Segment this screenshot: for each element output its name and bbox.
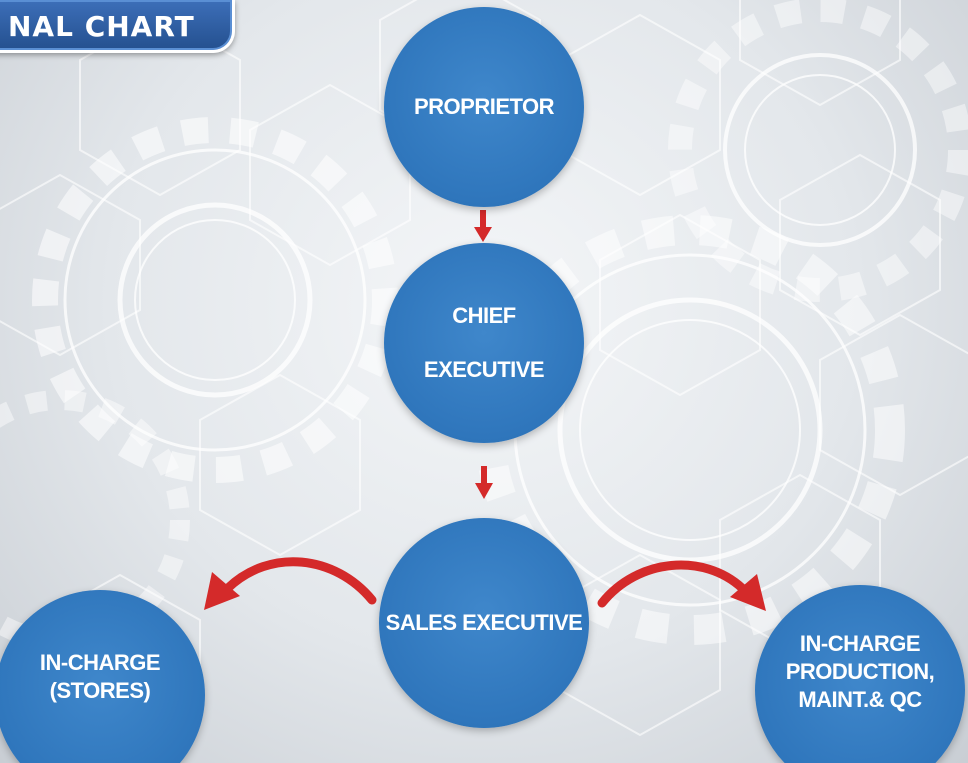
node-in-charge-stores-line-2: (STORES) xyxy=(49,678,151,703)
node-in-charge-stores: IN-CHARGE (STORES) xyxy=(0,590,205,763)
node-in-charge-production: IN-CHARGE PRODUCTION, MAINT.& QC xyxy=(755,585,965,763)
node-chief-executive-line-1: CHIEF xyxy=(452,303,516,328)
node-chief-executive-line-2: EXECUTIVE xyxy=(423,357,545,382)
gear-bottom-left xyxy=(0,390,190,650)
chart-title: NAL CHART xyxy=(8,10,195,43)
chart-title-tab: NAL CHART xyxy=(0,0,235,53)
node-in-charge-production-line-2: PRODUCTION, xyxy=(785,659,935,684)
node-proprietor: PROPRIETOR xyxy=(384,7,584,207)
node-in-charge-production-line-1: IN-CHARGE xyxy=(799,631,921,656)
gear-left xyxy=(32,117,398,483)
node-in-charge-production-line-3: MAINT.& QC xyxy=(798,687,922,712)
arrow-chief-to-sales xyxy=(475,466,493,499)
arrow-proprietor-to-chief xyxy=(474,210,492,242)
arrow-sales-to-stores xyxy=(204,557,377,610)
gear-top-right xyxy=(668,0,968,302)
node-chief-executive: CHIEF EXECUTIVE xyxy=(384,243,584,443)
node-sales-executive-label: SALES EXECUTIVE xyxy=(385,610,583,635)
node-in-charge-stores-line-1: IN-CHARGE xyxy=(39,650,161,675)
node-proprietor-label: PROPRIETOR xyxy=(413,94,555,119)
arrow-sales-to-production xyxy=(597,560,766,611)
node-sales-executive: SALES EXECUTIVE xyxy=(379,518,589,728)
